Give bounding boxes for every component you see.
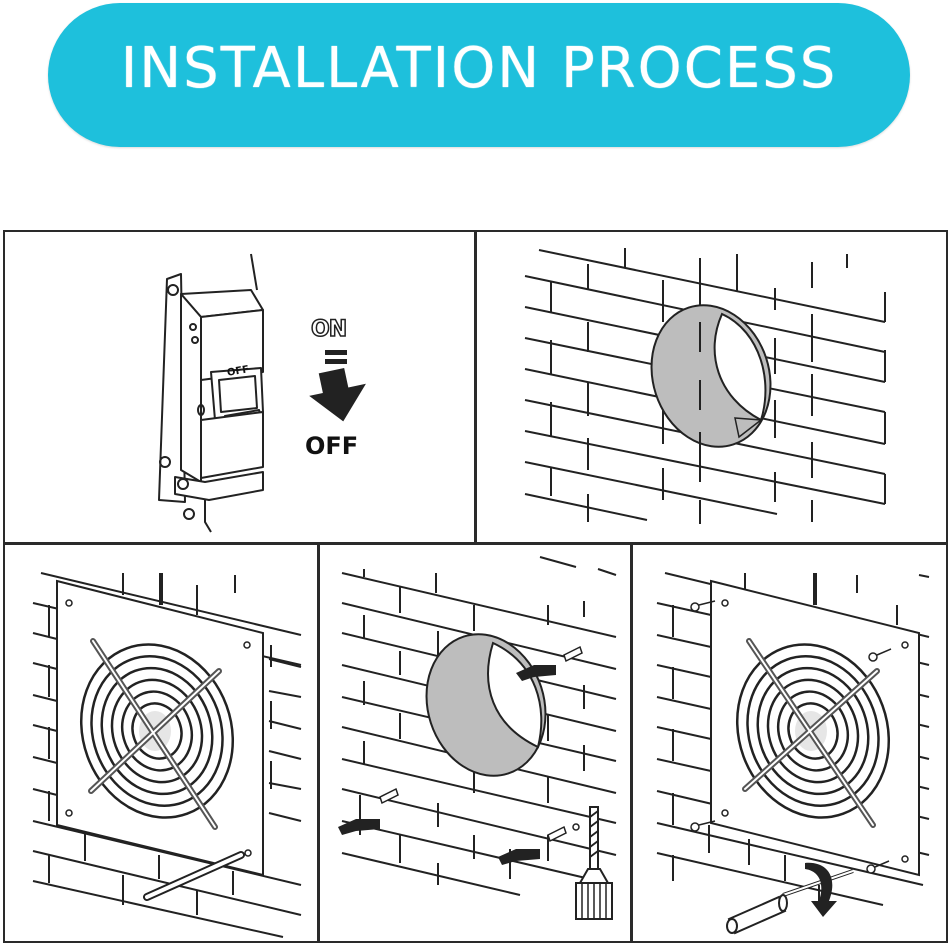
wall-anchor-icon: [379, 645, 583, 843]
exhaust-fan-icon: [710, 573, 920, 877]
pencil-icon: [143, 849, 252, 901]
state-off-label: OFF: [305, 432, 359, 460]
down-arrow-icon: [309, 350, 366, 422]
brick-wall-icon: [338, 556, 617, 920]
title-banner: INSTALLATION PROCESS: [48, 3, 910, 147]
brick-wall-icon: [524, 248, 886, 524]
brick-wall-icon: [32, 572, 302, 938]
step-2-panel: [475, 230, 948, 544]
state-on-label: ON: [310, 316, 348, 343]
step-5-panel: [631, 543, 948, 943]
marked-hole-icon: [572, 823, 580, 831]
step-3-panel: [3, 543, 319, 943]
exhaust-fan-icon: [56, 573, 264, 877]
screw-icon: [690, 600, 892, 874]
screwdriver-icon: [726, 869, 854, 935]
arrow-icon: [338, 665, 556, 865]
banner-title: INSTALLATION PROCESS: [120, 35, 838, 101]
circuit-breaker-icon: [158, 253, 366, 533]
wall-hole-icon: [425, 633, 547, 777]
drill-bit-icon: [575, 806, 613, 920]
wall-hole-icon: [650, 304, 772, 448]
step-4-panel: [318, 543, 632, 943]
rotate-arrow-icon: [805, 862, 837, 917]
brick-wall-icon: [656, 572, 930, 935]
step-1-panel: OFF ON OFF: [3, 230, 476, 544]
